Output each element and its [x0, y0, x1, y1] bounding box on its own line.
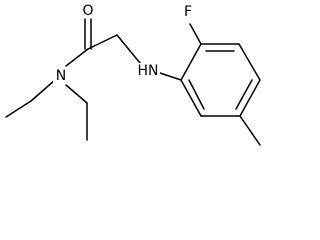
bond-ethyl1-ch3-ch2 — [5, 100, 32, 118]
amine-nh-symbol: HN — [138, 63, 159, 79]
fluorine-symbol: F — [184, 4, 192, 20]
bond-ethyl1-ch2-n — [30, 79, 56, 102]
bond-n-ethyl2-ch2 — [65, 84, 88, 104]
chemical-structure-diagram: O N HN F — [5, 3, 261, 146]
bond-ch2-nh — [116, 34, 141, 64]
atom-label-amide-nitrogen: N — [53, 68, 69, 84]
bond-ring-c6-c1 — [180, 79, 202, 117]
bond-ring-c5-methyl — [239, 115, 261, 146]
bond-ring-inner-c6-c1 — [188, 79, 205, 110]
bond-n-carbonyl-c — [65, 48, 89, 67]
bond-carbonyl-c-ch2 — [87, 34, 118, 50]
bond-ring-c2-fluorine — [189, 23, 202, 45]
bond-ring-c1-c2 — [180, 43, 202, 81]
bond-ring-inner-c4-c5 — [235, 79, 253, 110]
bond-nh-ring-c1 — [156, 71, 182, 81]
amide-nitrogen-symbol: N — [56, 68, 66, 84]
atom-label-fluorine: F — [180, 4, 196, 20]
oxygen-symbol: O — [82, 3, 93, 19]
bond-ring-c3-c4 — [238, 43, 261, 81]
bond-ring-c4-c5 — [239, 79, 261, 117]
atom-label-amine: HN — [136, 63, 160, 79]
atom-label-oxygen: O — [80, 3, 96, 19]
